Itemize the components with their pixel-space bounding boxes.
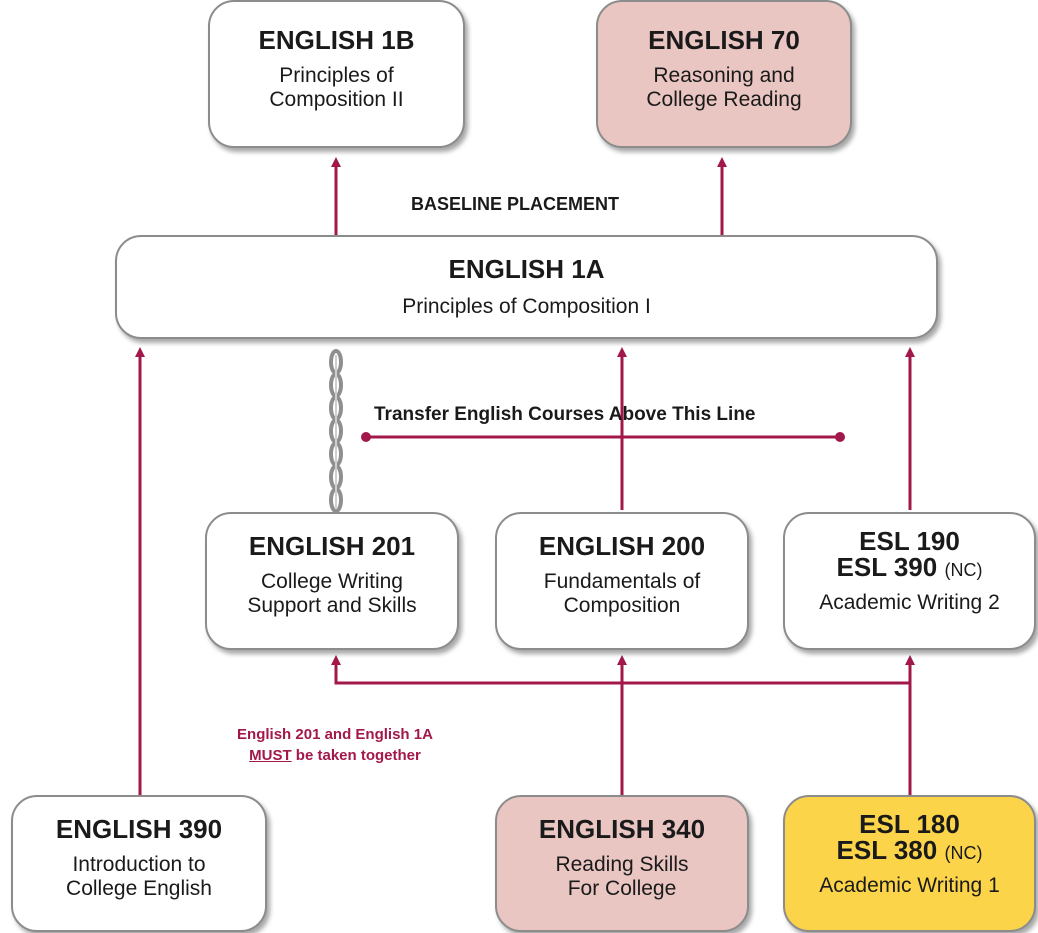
course-code: ESL 180 (859, 809, 960, 839)
course-code: ENGLISH 390 (55, 814, 223, 844)
note-emphasis: MUST (249, 747, 292, 764)
description-line: Fundamentals of (543, 570, 701, 593)
corequisite-note: English 201 and English 1A MUST be taken… (205, 724, 465, 766)
course-code: ENGLISH 1A (448, 254, 605, 284)
transfer-line-label: Transfer English Courses Above This Line (374, 404, 756, 425)
course-box-english-390: ENGLISH 390 Introduction to College Engl… (11, 795, 267, 932)
course-box-english-200: ENGLISH 200 Fundamentals of Composition (495, 512, 749, 650)
description-line: College Reading (646, 88, 802, 111)
transfer-line-dot-left (361, 432, 371, 442)
course-description: Introduction to College English (13, 853, 265, 901)
arrow-branch-to-201 (331, 655, 910, 685)
baseline-placement-label: BASELINE PLACEMENT (411, 194, 620, 214)
description-line: Reasoning and (653, 64, 795, 87)
course-box-english-1a: ENGLISH 1A Principles of Composition I (115, 235, 938, 339)
course-box-english-1b: ENGLISH 1B Principles of Composition II (208, 0, 465, 148)
course-code: ESL 190 (859, 526, 960, 556)
description-line: Composition II (269, 88, 404, 111)
noncredit-suffix: (NC) (944, 560, 983, 580)
note-line: MUST be taken together (205, 745, 465, 766)
course-code: ENGLISH 70 (648, 25, 800, 55)
course-box-english-201: ENGLISH 201 College Writing Support and … (205, 512, 459, 650)
course-description: Reasoning and College Reading (598, 64, 850, 112)
description-line: Introduction to (72, 853, 206, 876)
description-line: Principles of (279, 64, 394, 87)
course-code-text: ESL 390 (836, 552, 938, 582)
course-code: ENGLISH 200 (538, 531, 706, 561)
course-description: Reading Skills For College (497, 853, 747, 901)
course-description: Principles of Composition I (402, 295, 651, 318)
course-description: Principles of Composition II (210, 64, 463, 112)
course-code: ENGLISH 340 (538, 814, 706, 844)
course-box-english-70: ENGLISH 70 Reasoning and College Reading (596, 0, 852, 148)
course-box-esl-180: ESL 180 ESL 380 (NC) Academic Writing 1 (783, 795, 1036, 932)
course-description: Academic Writing 1 (819, 874, 1000, 897)
course-code: ENGLISH 201 (248, 531, 416, 561)
course-code-alt: ESL 390 (NC) (785, 554, 1034, 583)
note-text: be taken together (291, 747, 421, 764)
course-box-esl-190: ESL 190 ESL 390 (NC) Academic Writing 2 (783, 512, 1036, 650)
description-line: Support and Skills (247, 594, 417, 617)
description-line: Reading Skills (555, 853, 689, 876)
transfer-line-dot-right (835, 432, 845, 442)
description-line: College Writing (260, 570, 403, 593)
course-code: ENGLISH 1B (258, 25, 415, 55)
description-line: For College (567, 877, 677, 900)
noncredit-suffix: (NC) (944, 843, 983, 863)
course-code-alt: ESL 380 (NC) (785, 837, 1034, 866)
note-line: English 201 and English 1A (237, 726, 433, 743)
course-box-english-340: ENGLISH 340 Reading Skills For College (495, 795, 749, 932)
course-code-text: ESL 380 (836, 835, 938, 865)
course-description: Academic Writing 2 (819, 591, 1000, 614)
description-line: College English (66, 877, 212, 900)
course-description: College Writing Support and Skills (207, 570, 457, 618)
description-line: Composition (563, 594, 681, 617)
course-description: Fundamentals of Composition (497, 570, 747, 618)
